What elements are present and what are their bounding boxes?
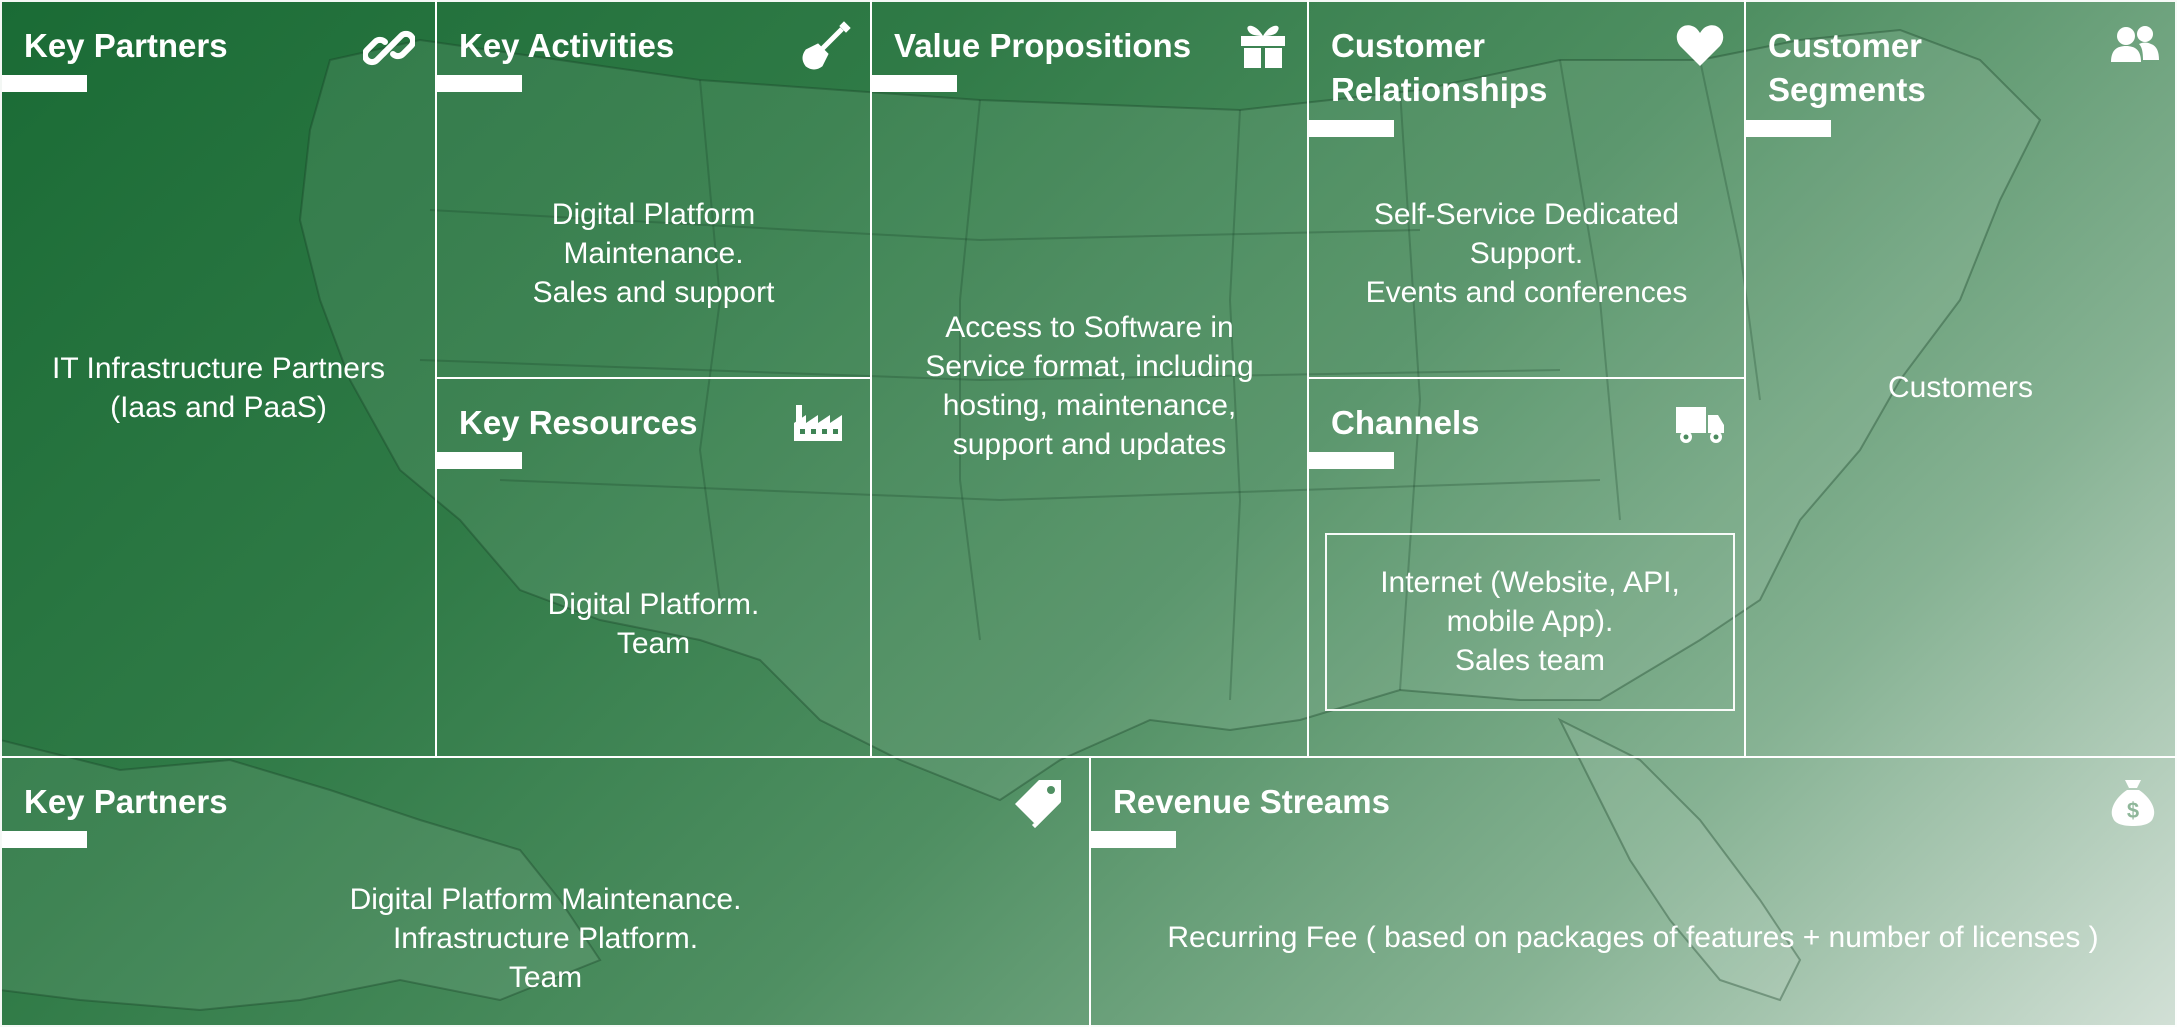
cell-body: Digital Platform Maintenance. Infrastruc… (349, 883, 742, 994)
factory-icon (792, 397, 844, 449)
cell-title: Customer Relationships (1331, 27, 1548, 108)
cell-title: Revenue Streams (1113, 783, 1390, 820)
cell-cost-structure: Key Partners Digital Platform Maintenanc… (0, 756, 1091, 1027)
cell-channels: Channels Internet (Website, API, mobile … (1307, 377, 1746, 758)
accent-bar (2, 75, 87, 92)
cell-body: Internet (Website, API, mobile App). Sal… (1380, 566, 1680, 677)
cell-title: Customer Segments (1768, 27, 1926, 108)
cell-title: Channels (1331, 404, 1480, 441)
cell-revenue-streams: Revenue Streams $ Recurring Fee ( based … (1089, 756, 2177, 1027)
channels-box: Internet (Website, API, mobile App). Sal… (1325, 533, 1735, 711)
svg-text:$: $ (2127, 798, 2139, 823)
truck-icon (1674, 397, 1726, 449)
money-bag-icon: $ (2107, 776, 2159, 828)
cell-body: Customers (1887, 371, 2034, 404)
gift-icon (1237, 20, 1289, 72)
cell-body: IT Infrastructure Partners (Iaas and Paa… (52, 352, 385, 424)
cell-title: Key Resources (459, 404, 698, 441)
accent-bar (1091, 831, 1176, 848)
cell-customer-segments: Customer Segments Customers (1744, 0, 2177, 758)
accent-bar (872, 75, 957, 92)
cell-title: Key Partners (24, 783, 228, 820)
cell-body: Recurring Fee ( based on packages of fea… (1167, 921, 2099, 954)
cell-value-propositions: Value Propositions Access to Software in… (870, 0, 1309, 758)
accent-bar (2, 831, 87, 848)
link-icon (361, 22, 417, 74)
cell-key-resources: Key Resources Digital Platform. Team (435, 377, 872, 758)
cell-body: Digital Platform. Team (547, 588, 760, 660)
accent-bar (1746, 120, 1831, 137)
cell-customer-relationships: Customer Relationships Self-Service Dedi… (1307, 0, 1746, 379)
tags-icon (1013, 778, 1065, 830)
accent-bar (437, 75, 522, 92)
cell-title: Key Partners (24, 27, 228, 64)
heart-icon (1674, 20, 1726, 72)
users-icon (2109, 20, 2161, 72)
cell-title: Key Activities (459, 27, 675, 64)
shovel-icon (800, 20, 852, 72)
accent-bar (1309, 452, 1394, 469)
accent-bar (1309, 120, 1394, 137)
cell-body: Digital Platform Maintenance. Sales and … (532, 198, 775, 309)
accent-bar (437, 452, 522, 469)
cell-key-activities: Key Activities Digital Platform Maintena… (435, 0, 872, 379)
cell-key-partners: Key Partners IT Infrastructure Partners … (0, 0, 437, 758)
cell-body: Access to Software in Service format, in… (925, 311, 1254, 461)
cell-title: Value Propositions (894, 27, 1192, 64)
cell-body: Self-Service Dedicated Support. Events a… (1365, 198, 1688, 309)
